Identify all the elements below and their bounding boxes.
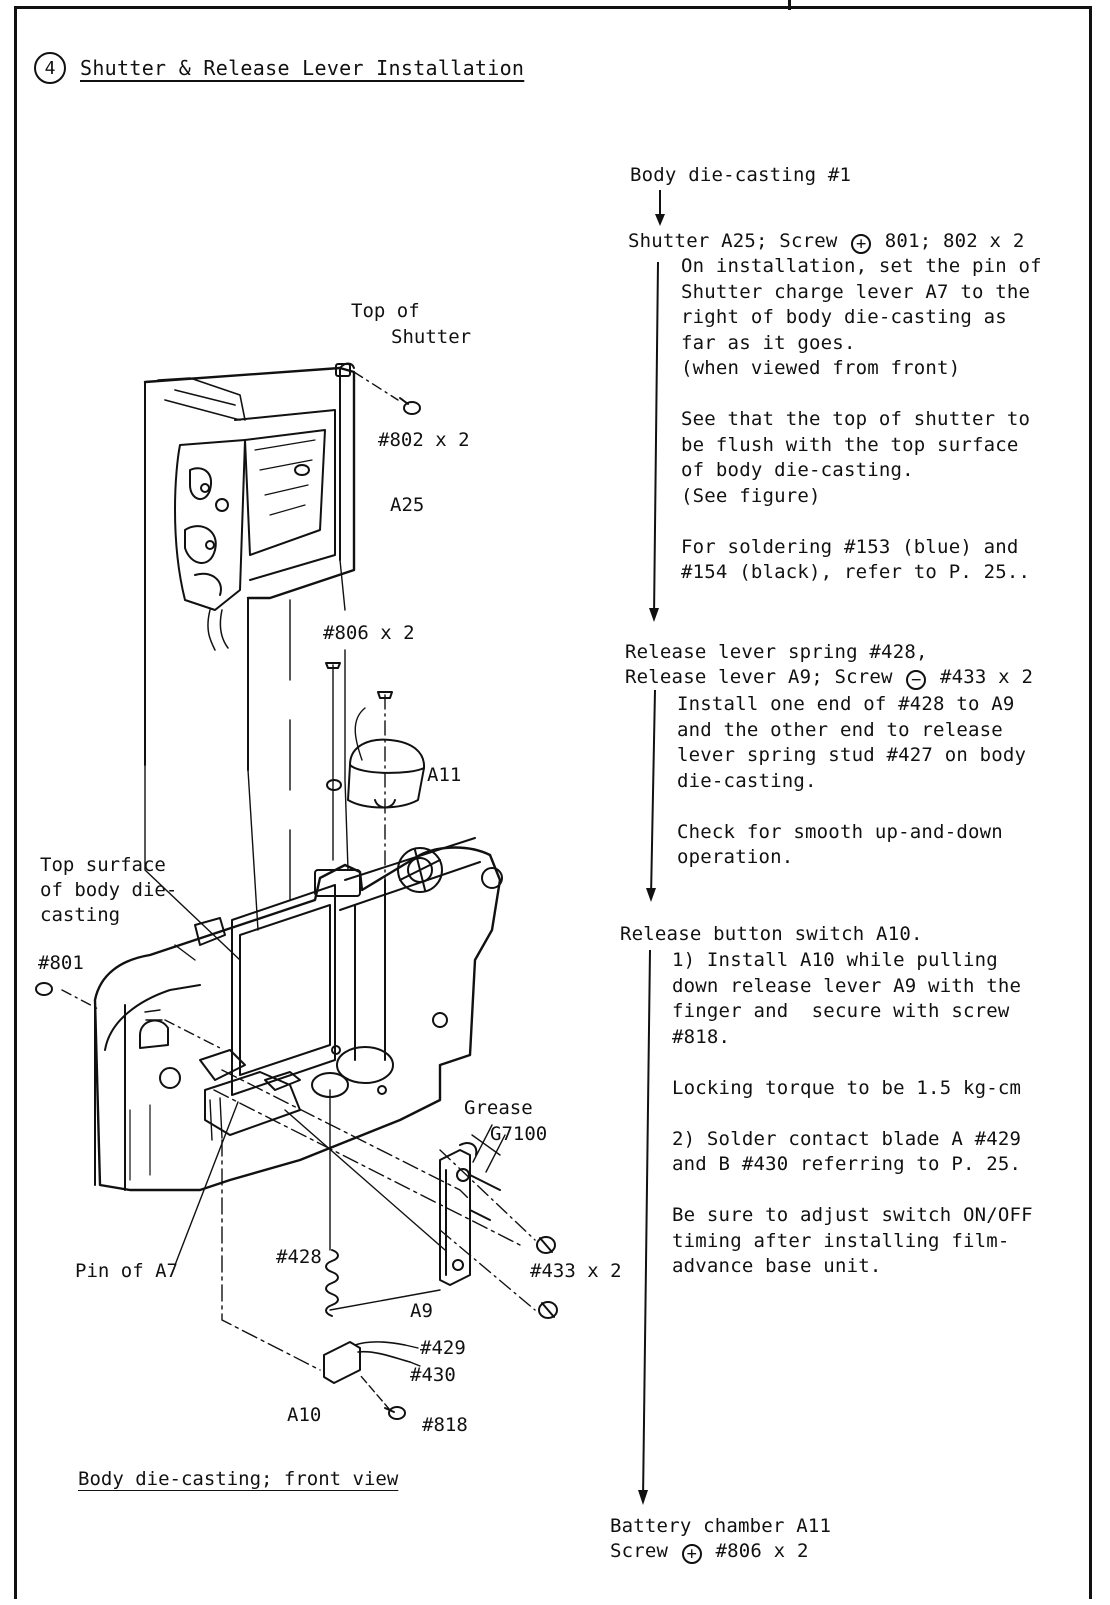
- step2-title-part2: 801; 802 x 2: [884, 230, 1025, 252]
- label-a25: A25: [390, 494, 425, 516]
- screw-433-a: [536, 1236, 556, 1254]
- step4-notes-line: and B #430 referring to P. 25.: [672, 1153, 1022, 1175]
- step2-notes-line: For soldering #153 (blue) and: [681, 535, 1019, 558]
- step5-title: Battery chamber A11: [610, 1515, 832, 1537]
- section-heading: 4 Shutter & Release Lever Installation: [34, 52, 524, 84]
- screw-801: [35, 982, 53, 996]
- section-title: Shutter & Release Lever Installation: [80, 56, 525, 80]
- label-blade-429: #429: [420, 1337, 466, 1359]
- step3-notes-line: die-casting.: [677, 769, 817, 792]
- step2-notes-line: right of body die-casting as: [681, 306, 1007, 328]
- step3-notes-line: and the other end to release: [677, 718, 1003, 741]
- step-number-circle: 4: [34, 52, 66, 84]
- label-pin-of-a7: Pin of A7: [75, 1260, 178, 1282]
- step4-notes-line: [672, 1101, 1033, 1127]
- step4-notes-line: [672, 1050, 1033, 1076]
- flow-arrow-3: [650, 689, 656, 898]
- shutter-unit-a25: [143, 362, 356, 771]
- label-spring-428: #428: [276, 1246, 322, 1268]
- step4-notes-line: finger and secure with screw: [672, 1000, 1010, 1022]
- step5-title-part1: Screw: [610, 1540, 669, 1562]
- label-blade-430: #430: [410, 1364, 456, 1386]
- label-screw-818: #818: [422, 1414, 468, 1436]
- label-screw-801: #801: [38, 952, 84, 974]
- step1-title: Body die-casting #1: [630, 164, 852, 186]
- step3-title-line1: Release lever spring #428,: [625, 641, 928, 663]
- step4-notes-line: advance base unit.: [672, 1255, 882, 1277]
- step3-notes: Install one end of #428 to A9 and the oth…: [677, 692, 1026, 871]
- label-screw-802: #802 x 2: [378, 429, 470, 451]
- step2-notes-line: [681, 382, 1042, 408]
- label-grease-line1: Grease: [464, 1097, 533, 1119]
- step2-title-part1: Shutter A25; Screw: [628, 230, 838, 252]
- step4-notes-line: down release lever A9 with the: [672, 974, 1022, 997]
- plus-head-screw-icon: +: [851, 234, 872, 254]
- step3-notes-line: Check for smooth up-and-down: [677, 820, 1003, 843]
- step2-notes-line: (when viewed from front): [681, 357, 961, 379]
- release-button-switch-a10: [323, 1341, 421, 1420]
- page-border: [14, 6, 1092, 1599]
- step3-notes-line: Install one end of #428 to A9: [677, 693, 1015, 715]
- label-a10: A10: [287, 1404, 322, 1426]
- label-screw-806: #806 x 2: [323, 622, 415, 644]
- screws-802: [294, 371, 421, 476]
- step4-notes-line: #818.: [672, 1025, 731, 1048]
- step2-notes-line: See that the top of shutter to: [681, 408, 1031, 430]
- release-lever-spring-428: [325, 1249, 339, 1317]
- step4-title: Release button switch A10.: [620, 923, 923, 945]
- release-lever-a9: [439, 1142, 501, 1286]
- step3-title-part2: #433 x 2: [939, 666, 1034, 688]
- step3-title-line2: Release lever A9; Screw − #433 x 2: [625, 665, 1033, 691]
- label-a9: A9: [410, 1300, 433, 1322]
- step2-notes-line: #154 (black), refer to P. 25..: [681, 561, 1031, 583]
- body-die-casting: [93, 837, 503, 1192]
- step4-notes-line: 1) Install A10 while pulling: [672, 949, 998, 971]
- step-number: 4: [44, 57, 56, 79]
- label-top-of-shutter-line2: Shutter: [391, 326, 472, 348]
- step4-notes-line: Locking torque to be 1.5 kg-cm: [672, 1076, 1022, 1099]
- flow-arrow-4: [642, 949, 651, 1501]
- label-grease-line2: G7100: [490, 1123, 548, 1145]
- step3-notes-line: operation.: [677, 846, 794, 868]
- step2-notes-line: Shutter charge lever A7 to the: [681, 280, 1031, 303]
- screw-433-b: [538, 1301, 558, 1319]
- plus-head-screw-icon: +: [681, 1544, 702, 1564]
- step2-notes-line: On installation, set the pin of: [681, 255, 1042, 277]
- label-top-of-shutter-line1: Top of: [351, 300, 420, 322]
- step4-notes: 1) Install A10 while pulling down release…: [672, 948, 1033, 1280]
- step4-notes-line: 2) Solder contact blade A #429: [672, 1127, 1022, 1150]
- step4-notes-line: [672, 1178, 1033, 1204]
- step2-notes-line: be flush with the top surface: [681, 433, 1019, 456]
- step4-notes-line: Be sure to adjust switch ON/OFF: [672, 1204, 1033, 1226]
- step3-notes-line: lever spring stud #427 on body: [677, 744, 1027, 766]
- step2-notes-line: [681, 509, 1042, 535]
- label-top-surface-line2: of body die-: [40, 879, 178, 901]
- label-top-surface-line3: casting: [40, 904, 121, 926]
- step3-notes-line: [677, 794, 1026, 820]
- step2-notes-line: (See figure): [681, 484, 821, 507]
- label-top-surface-line1: Top surface: [40, 854, 166, 876]
- minus-head-screw-icon: −: [906, 670, 927, 690]
- step2-notes: On installation, set the pin of Shutter c…: [681, 254, 1042, 586]
- label-a11: A11: [427, 764, 462, 786]
- step3-title-part1: Release lever A9; Screw: [625, 666, 893, 688]
- step2-title: Shutter A25; Screw + 801; 802 x 2: [628, 229, 1024, 255]
- step5-screw: Screw + #806 x 2: [610, 1539, 809, 1565]
- label-screw-433: #433 x 2: [530, 1260, 622, 1282]
- figure-caption: Body die-casting; front view: [78, 1468, 399, 1490]
- step4-notes-line: timing after installing film-: [672, 1229, 1010, 1252]
- step2-notes-line: far as it goes.: [681, 331, 856, 354]
- page-divider-tick: [788, 0, 791, 10]
- guide-lines: [61, 559, 536, 1411]
- step5-title-part2: #806 x 2: [715, 1540, 809, 1562]
- step2-notes-line: of body die-casting.: [681, 459, 914, 481]
- flow-arrow-2: [653, 261, 659, 618]
